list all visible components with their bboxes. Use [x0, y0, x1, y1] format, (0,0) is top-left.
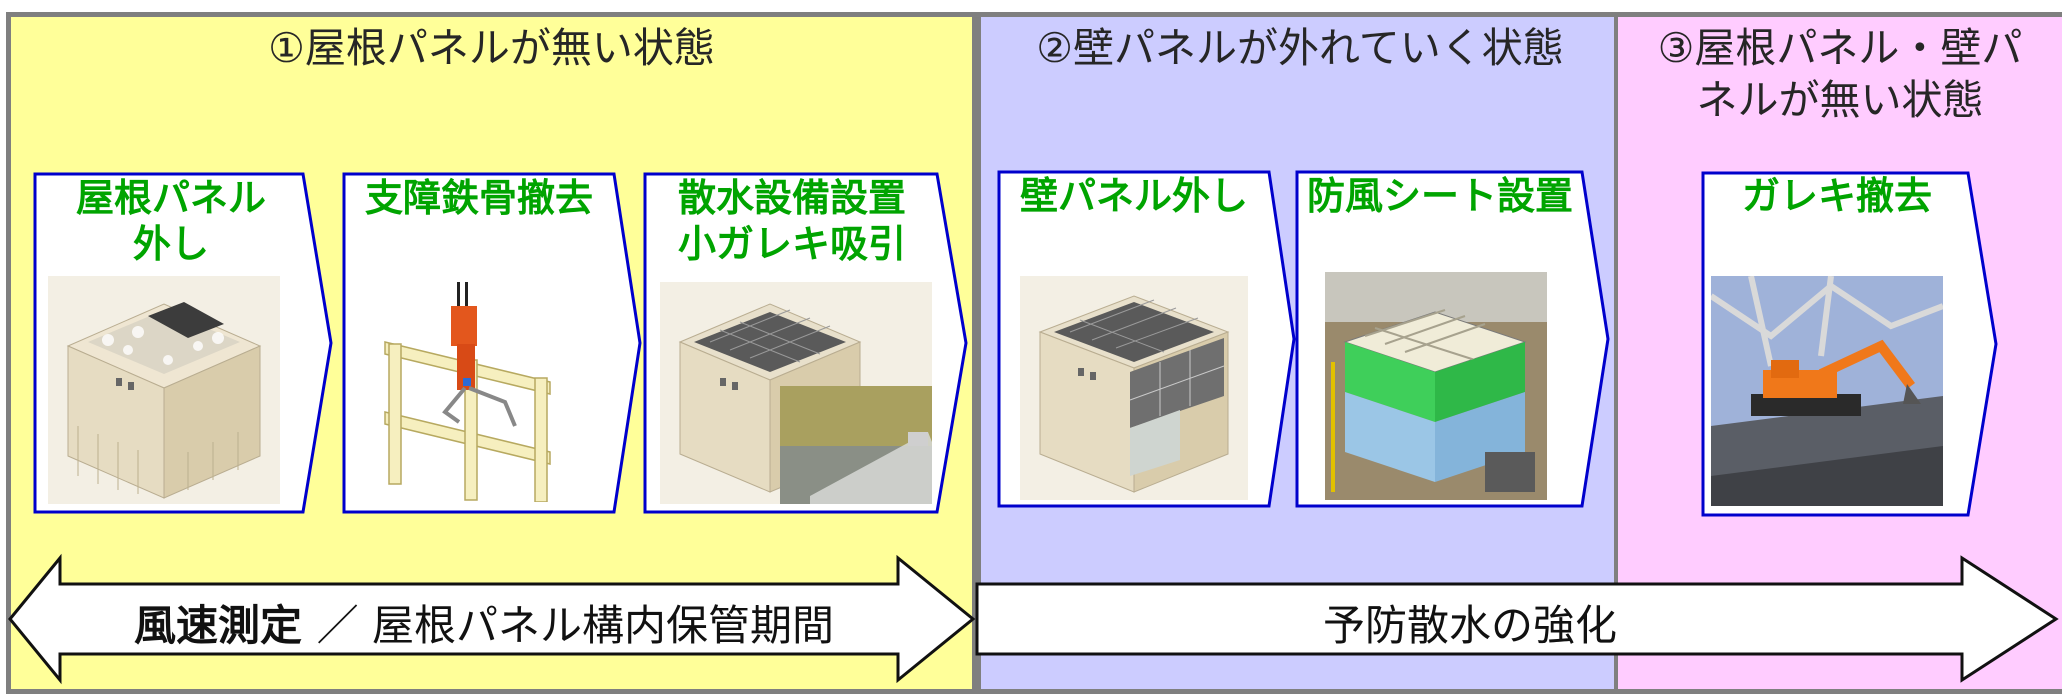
step-2-label: 支障鉄骨撤去: [364, 176, 593, 220]
spray-enhancement-label: 予防散水の強化: [1322, 601, 1617, 650]
period-bar-text: 風速測定 ／ 屋根パネル構内保管期間: [70, 592, 898, 653]
phase-3-title: ③屋根パネル・壁パ ネルが無い状態: [1657, 24, 2023, 124]
roof-panel-storage-label: ／ 屋根パネル構内保管期間: [316, 601, 834, 650]
excavator-debris-removal-illustration: [1711, 276, 1943, 506]
wind-measurement-label: 風速測定: [134, 601, 303, 650]
steel-frame-removal-illustration: [375, 282, 575, 502]
step-5-label: 防風シート設置: [1306, 174, 1573, 218]
wall-panel-removal-illustration: [1020, 276, 1248, 500]
windbreak-sheet-illustration: [1325, 272, 1547, 500]
water-spray-arrow: [975, 555, 2059, 683]
step-6-label: ガレキ撤去: [1741, 174, 1932, 218]
step-4-label: 壁パネル外し: [1019, 174, 1248, 218]
phase-1-title: ①屋根パネルが無い状態: [268, 24, 715, 72]
step-3-label: 散水設備設置 小ガレキ吸引: [677, 176, 906, 266]
sprinkler-installation-illustration: [660, 282, 932, 504]
period-double-arrow: [8, 553, 976, 685]
step-1-label: 屋根パネル 外し: [75, 176, 266, 266]
building-roof-removal-illustration: [48, 276, 280, 504]
phase-2-title: ②壁パネルが外れていく状態: [1036, 24, 1564, 72]
